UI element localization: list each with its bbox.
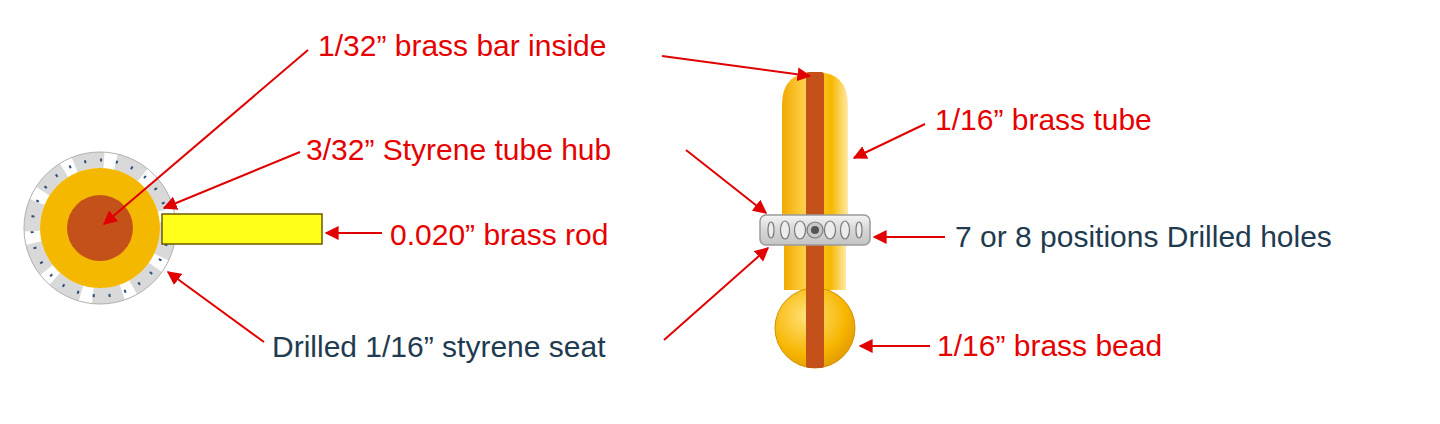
dimension-label: 0.020” brass rod: [390, 218, 608, 253]
center-hole: [807, 222, 823, 238]
center-hole-dark: [811, 226, 819, 234]
hub-ring: [760, 215, 870, 245]
brass-rod: [162, 214, 322, 244]
end-view: [24, 152, 322, 304]
styrene-hub: [40, 168, 160, 288]
styrene-seat: [32, 160, 168, 296]
part-label: 1/16” brass tube: [935, 103, 1152, 138]
seat-outline: [24, 152, 176, 304]
seat-dots: [32, 160, 168, 296]
part-label: 1/16” brass bead: [937, 329, 1162, 364]
part-label: 1/32” brass bar inside: [318, 29, 607, 64]
brass-bar-end: [67, 195, 133, 261]
part-label: 3/32” Styrene tube hub: [306, 133, 611, 168]
side-view: [760, 72, 870, 368]
part-label: Drilled 1/16” styrene seat: [272, 330, 606, 365]
leader-lines: [104, 50, 945, 346]
drilled-holes: [768, 221, 862, 239]
note-label: 7 or 8 positions Drilled holes: [955, 220, 1332, 255]
